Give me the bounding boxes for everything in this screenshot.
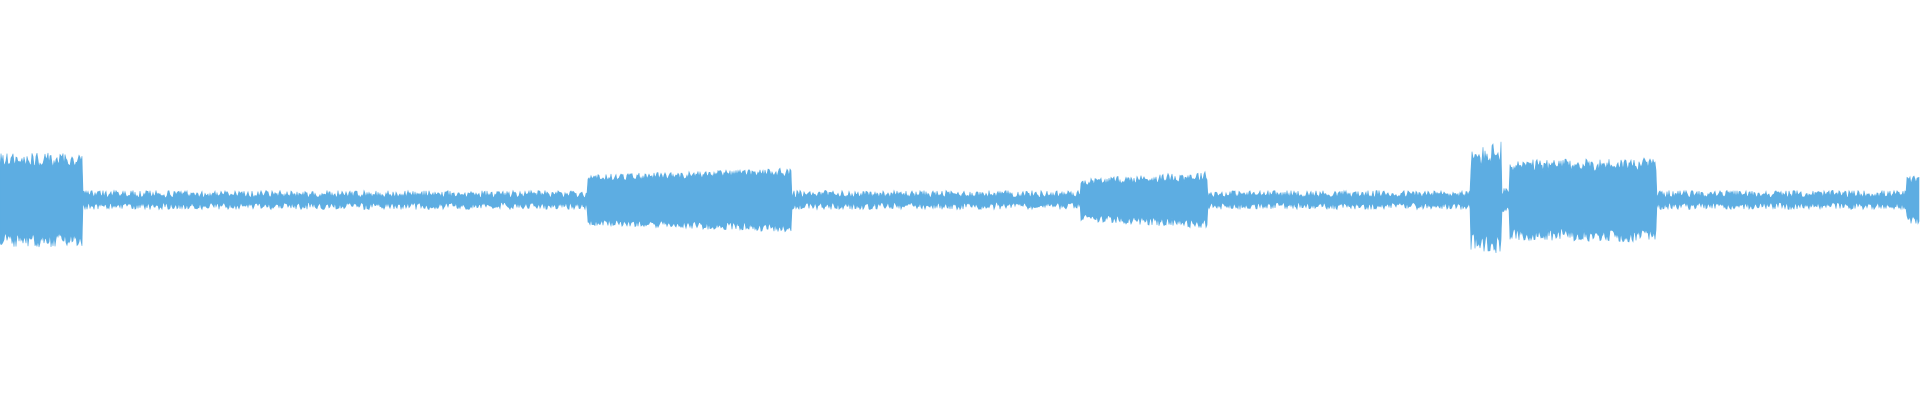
waveform-segment-quiet-7 xyxy=(1501,0,1509,400)
waveform-segment-quiet-3 xyxy=(791,0,1081,400)
waveform-segment-loud-6 xyxy=(1471,0,1502,400)
waveform-segment-loud-0 xyxy=(0,0,83,400)
waveform-segment-loud-2 xyxy=(588,0,792,400)
waveform-path xyxy=(0,141,1920,254)
waveform-segment-medium-4 xyxy=(1081,0,1208,400)
waveform-segment-quiet-1 xyxy=(83,0,588,400)
waveform-segment-medium-10 xyxy=(1907,0,1920,400)
waveform-segment-loud-8 xyxy=(1509,0,1657,400)
waveform-segment-quiet-9 xyxy=(1657,0,1907,400)
waveform-segment-quiet-5 xyxy=(1208,0,1471,400)
